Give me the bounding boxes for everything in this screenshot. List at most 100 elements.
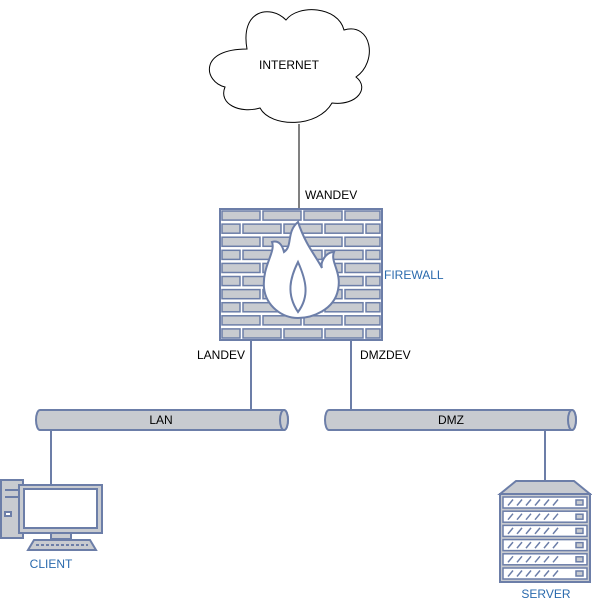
- server-vent: [507, 570, 514, 577]
- internet-node: INTERNET: [208, 9, 370, 123]
- brick: [344, 210, 381, 221]
- server-vent: [507, 541, 514, 549]
- internet-label: INTERNET: [259, 58, 320, 72]
- server-vent: [525, 541, 532, 549]
- brick: [221, 275, 241, 287]
- brick: [365, 249, 381, 261]
- server-vent: [543, 527, 550, 535]
- server-vent: [516, 555, 523, 563]
- dmzdev-label: DMZDEV: [360, 348, 411, 362]
- server-vent: [525, 527, 532, 535]
- server-vent: [534, 570, 541, 577]
- server-vent: [507, 513, 514, 521]
- brick: [283, 223, 323, 234]
- brick: [262, 210, 302, 221]
- brick: [344, 315, 381, 326]
- brick: [324, 249, 364, 261]
- server-vent: [552, 499, 559, 506]
- brick: [344, 262, 381, 274]
- workstation-icon: [0, 479, 103, 551]
- server-vent: [552, 513, 559, 521]
- server-vent: [525, 555, 532, 563]
- server-node: SERVER: [497, 480, 592, 601]
- server-vent: [543, 570, 550, 577]
- server-vent: [516, 570, 523, 577]
- client-node: CLIENT: [0, 479, 103, 571]
- server-vent: [507, 499, 514, 506]
- brick: [324, 328, 364, 339]
- brick: [262, 315, 302, 326]
- server-vent: [534, 527, 541, 535]
- server-unit: [502, 553, 588, 566]
- server-vent: [534, 499, 541, 506]
- server-label: SERVER: [521, 587, 570, 601]
- server-led: [575, 527, 584, 535]
- server-vent: [534, 513, 541, 521]
- server-vent: [516, 499, 523, 506]
- server-vent: [552, 541, 559, 549]
- brick: [344, 288, 381, 300]
- brick: [365, 301, 381, 313]
- server-unit: [502, 496, 588, 509]
- brick: [365, 223, 381, 234]
- server-vent: [516, 513, 523, 521]
- flame-inner-icon: [289, 259, 307, 314]
- server-vent: [516, 527, 523, 535]
- dmz-pipe-cap: [567, 409, 577, 431]
- cloud-icon: [208, 9, 370, 123]
- server-unit: [502, 524, 588, 538]
- brick: [303, 315, 343, 326]
- firewall-node: FIREWALL: [219, 208, 444, 341]
- brick: [221, 262, 261, 274]
- server-vent: [543, 499, 550, 506]
- brick: [365, 275, 381, 287]
- server-led: [575, 541, 584, 549]
- brick: [242, 328, 282, 339]
- brick: [221, 301, 241, 313]
- brick: [221, 249, 241, 261]
- dmz-label: DMZ: [438, 413, 464, 427]
- server-unit: [502, 538, 588, 552]
- server-vent: [507, 555, 514, 563]
- server-vent: [534, 555, 541, 563]
- brick: [283, 328, 323, 339]
- brick: [221, 236, 261, 248]
- lan-segment: LAN: [35, 409, 289, 431]
- brick: [324, 223, 364, 234]
- lan-label: LAN: [149, 413, 172, 427]
- server-vent: [543, 513, 550, 521]
- firewall-label: FIREWALL: [384, 268, 444, 282]
- server-vent: [552, 555, 559, 563]
- lan-pipe-cap: [279, 409, 289, 431]
- server-vent: [516, 541, 523, 549]
- server-unit: [502, 510, 588, 523]
- server-unit: [502, 567, 588, 580]
- server-led: [575, 556, 584, 563]
- brick: [221, 288, 261, 300]
- brick: [221, 328, 241, 339]
- firewall-icon: [219, 208, 383, 341]
- server-vent: [525, 513, 532, 521]
- server-led: [575, 499, 584, 506]
- client-label: CLIENT: [30, 557, 73, 571]
- brick: [242, 223, 282, 234]
- landev-label: LANDEV: [197, 348, 245, 362]
- server-vent: [543, 555, 550, 563]
- brick: [221, 315, 261, 326]
- server-led: [575, 513, 584, 520]
- server-vent: [552, 570, 559, 577]
- brick: [303, 210, 343, 221]
- brick: [303, 236, 343, 248]
- wandev-label: WANDEV: [305, 188, 357, 202]
- server-vent: [525, 570, 532, 577]
- server-vent: [525, 499, 532, 506]
- server-vent: [507, 527, 514, 535]
- brick: [221, 223, 241, 234]
- server-led: [575, 570, 584, 577]
- brick: [344, 236, 381, 248]
- server-vent: [534, 541, 541, 549]
- server-vent: [543, 541, 550, 549]
- dmz-segment: DMZ: [324, 409, 577, 431]
